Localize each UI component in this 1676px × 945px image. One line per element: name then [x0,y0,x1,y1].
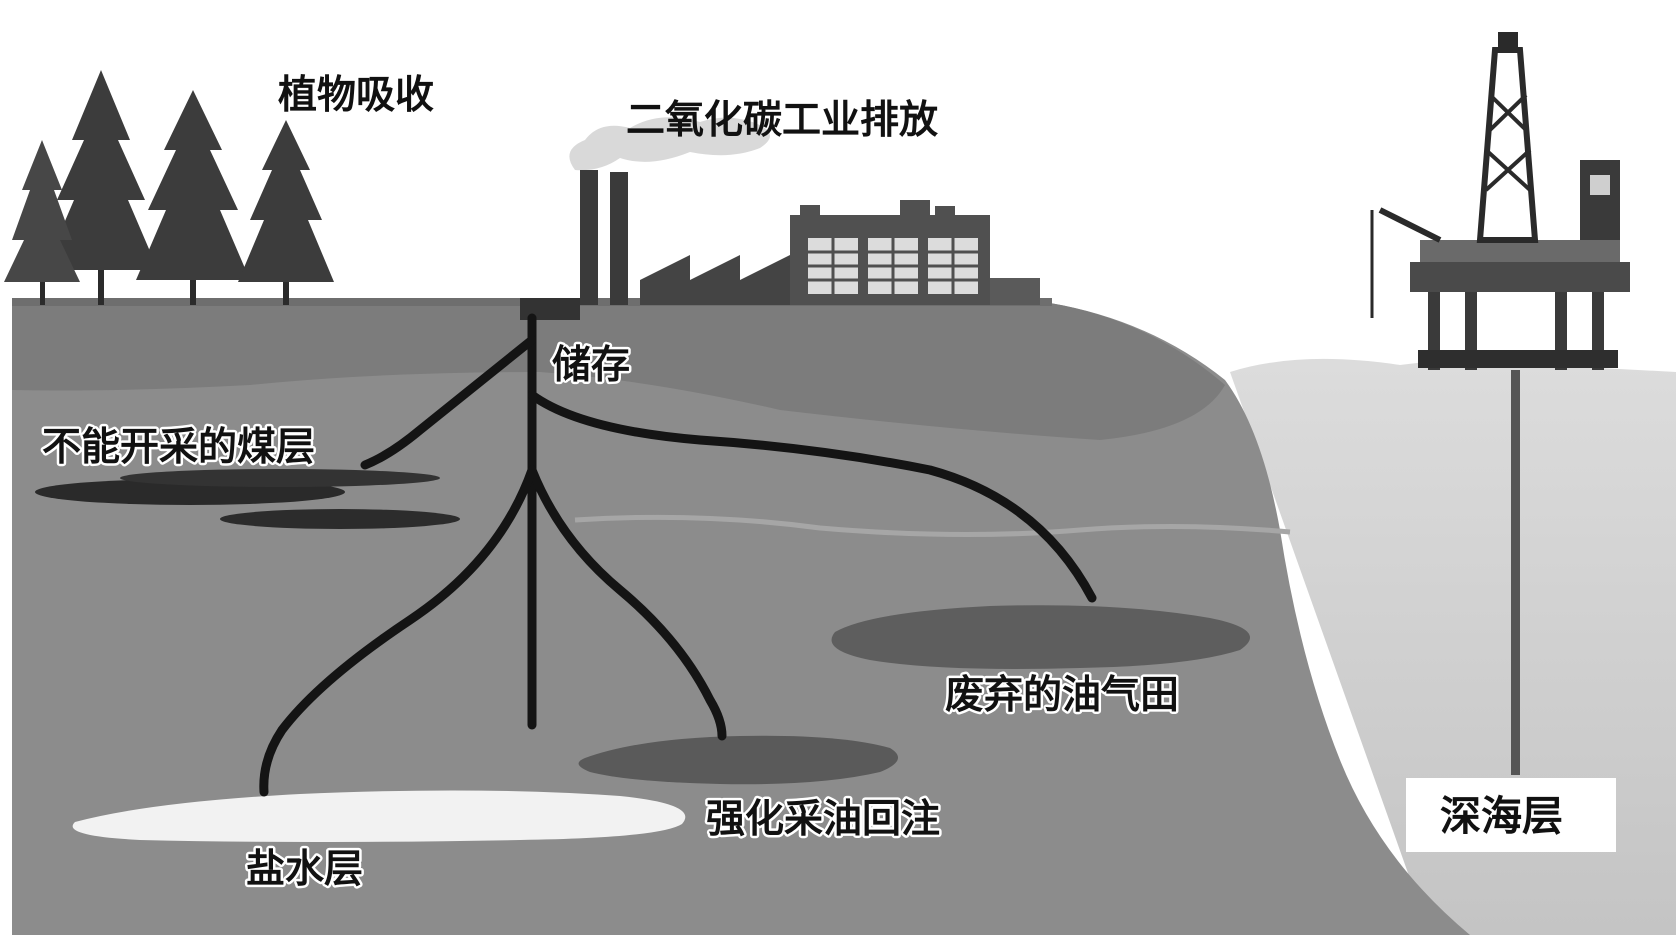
pipe-to-coal [360,335,537,470]
oil-gas-field [831,605,1250,669]
saline-aquifer [72,790,686,842]
industry-label: 二氧化碳工业排放 [626,98,938,143]
factory-icon [520,117,1040,320]
oilgas-label: 废弃的油气田 [945,673,1179,718]
upper-stratum [12,303,1225,440]
smoke [569,117,770,171]
coal-seams [35,469,460,529]
pipe-to-oilgas [527,390,1097,603]
coal-seam [220,509,460,529]
deepsea-label: 深海层 [1440,792,1563,840]
coal-seam [120,469,440,487]
eor-label: 强化采油回注 [706,797,940,842]
chimney [580,170,598,305]
coal-label: 不能开采的煤层 [42,425,315,470]
pipe-to-saline [259,465,537,797]
chimney [610,172,628,305]
riser-pipe [1511,370,1520,775]
plants-label: 植物吸收 [278,73,434,118]
deepsea-label-box [1406,778,1616,852]
offshore-rig-icon [1370,32,1630,775]
stratum-boundary [574,514,1291,538]
eor-reservoir [578,735,898,785]
storage-label: 储存 [552,343,630,388]
injection-pipes [259,313,1097,797]
saline-label: 盐水层 [246,847,363,892]
pine-trees-icon [4,70,334,305]
pipe-to-eor [527,465,727,741]
